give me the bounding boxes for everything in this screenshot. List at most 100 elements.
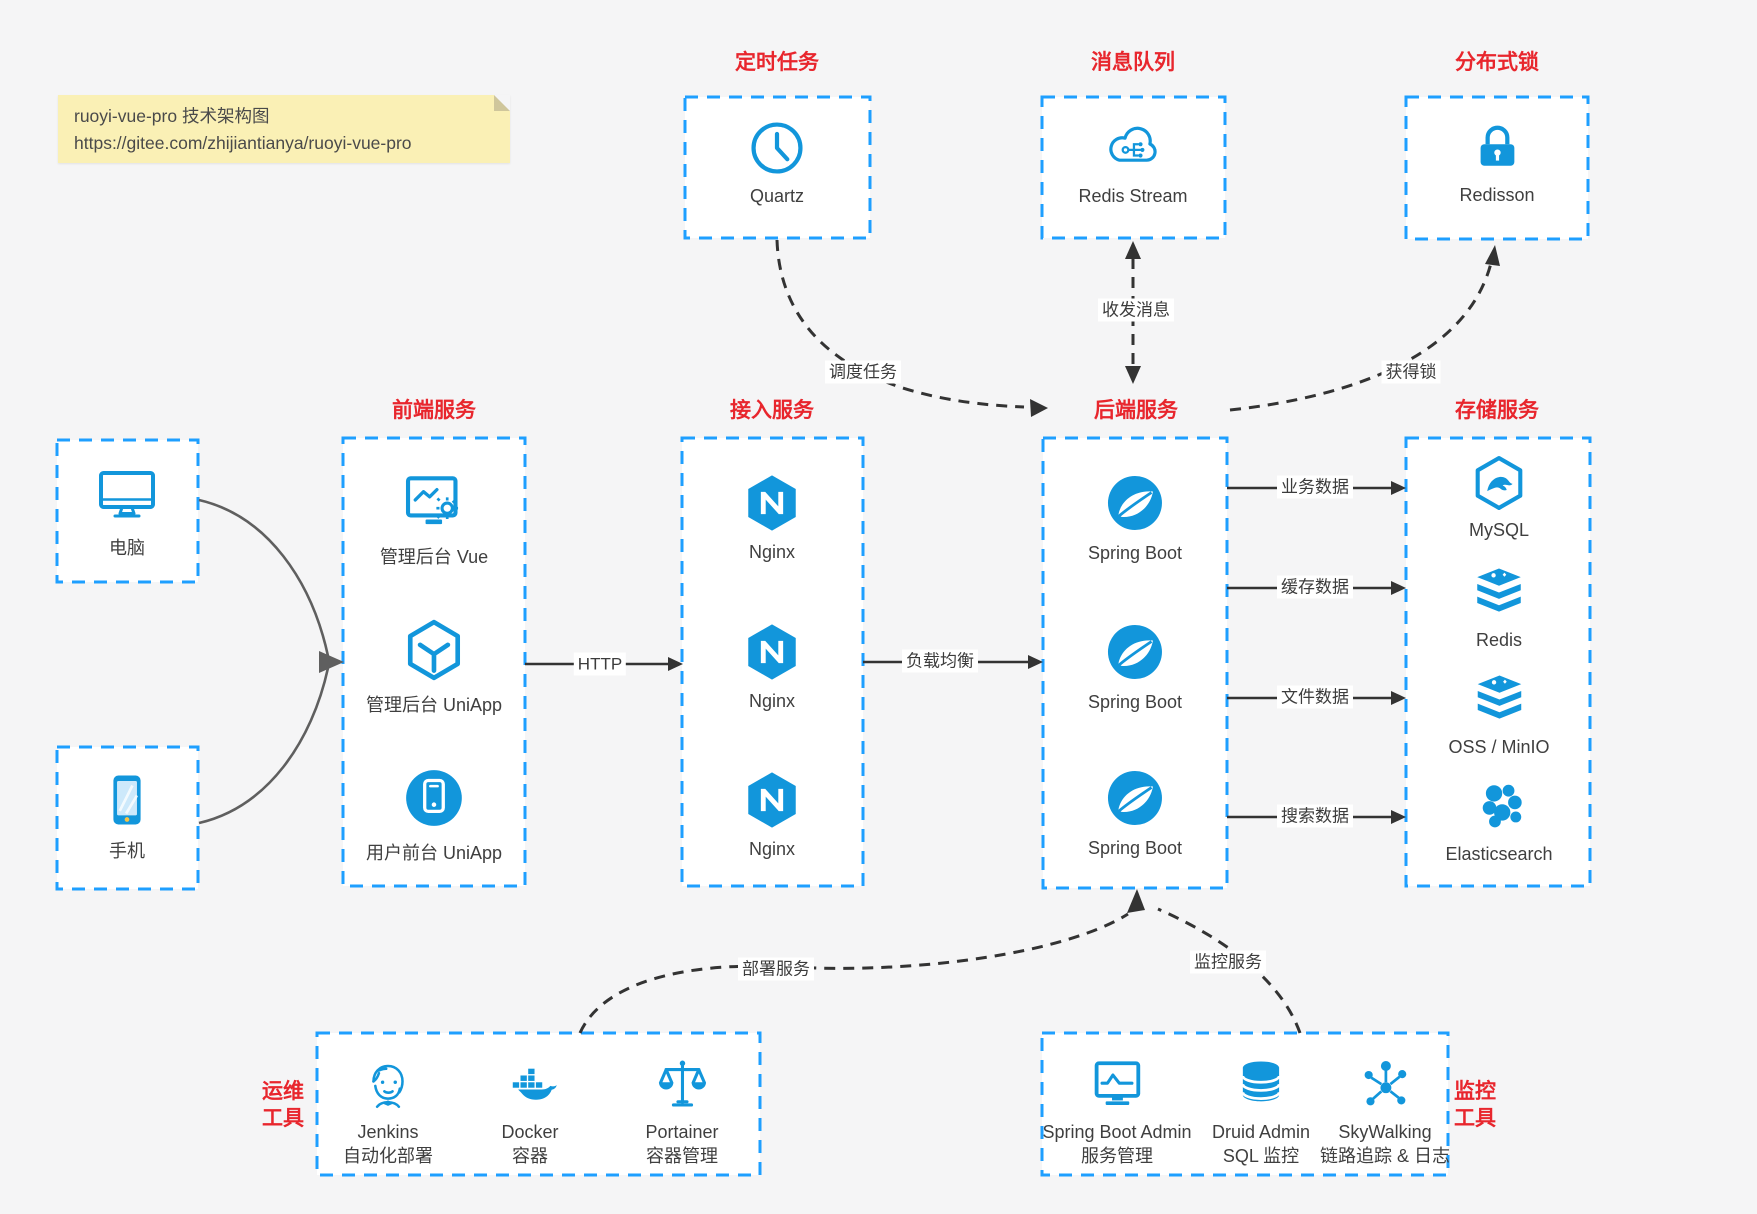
frontend-title: 前端服务 (392, 399, 476, 422)
monitoring-title: 监控 工具 (1454, 1080, 1496, 1130)
edge-schedule-curve (775, 239, 1025, 409)
node-jenkins: Jenkins 自动化部署 (343, 1056, 433, 1168)
node-nginx-3: Nginx (741, 769, 803, 860)
node-user-uniapp: 用户前台 UniApp (366, 765, 502, 865)
mysql-icon (1475, 456, 1523, 510)
node-redis-stream: Redis Stream (1078, 118, 1188, 207)
node-mysql: MySQL (1469, 454, 1529, 541)
node-label: 管理后台 Vue (379, 547, 489, 567)
nginx-icon (748, 772, 796, 828)
node-springboot-admin: Spring Boot Admin 服务管理 (1042, 1056, 1192, 1168)
device-arrowhead (319, 651, 344, 673)
edge-deploy-curve (578, 912, 1129, 1034)
elasticsearch-icon (1482, 784, 1522, 828)
node-desc: 服务管理 (1081, 1146, 1153, 1166)
node-label: Jenkins (357, 1122, 419, 1142)
admin-vue-icon (406, 476, 459, 525)
spring-boot-icon (1108, 771, 1162, 825)
node-label: Nginx (748, 691, 796, 711)
edge-label-lock: 获得锁 (1381, 360, 1441, 384)
node-nginx-1: Nginx (741, 472, 803, 563)
node-skywalking: SkyWalking 链路追踪 & 日志 (1320, 1056, 1450, 1168)
node-label: Portainer (645, 1122, 719, 1142)
node-label: Spring Boot Admin (1042, 1122, 1192, 1142)
node-label: Quartz (749, 186, 805, 206)
spring-boot-icon (1108, 476, 1162, 530)
edge-label-load-balance: 负载均衡 (902, 649, 978, 673)
node-desc: 链路追踪 & 日志 (1319, 1146, 1451, 1166)
oss-minio-icon (1477, 675, 1521, 719)
node-nginx-2: Nginx (741, 621, 803, 712)
portainer-scale-icon (658, 1060, 706, 1107)
node-desc: SQL 监控 (1222, 1146, 1300, 1166)
phone-icon (113, 775, 141, 825)
nginx-icon (748, 475, 796, 531)
lock-box (1404, 95, 1590, 241)
node-springboot-3: Spring Boot (1088, 766, 1182, 859)
skywalking-icon (1364, 1060, 1407, 1106)
node-quartz: Quartz (747, 118, 807, 207)
node-label: Spring Boot (1087, 543, 1183, 563)
spring-boot-icon (1108, 625, 1162, 679)
edge-label-file-data: 文件数据 (1277, 685, 1353, 709)
node-desc: 容器管理 (645, 1146, 718, 1166)
spring-boot-admin-icon (1094, 1061, 1140, 1105)
jenkins-icon (372, 1064, 404, 1109)
redis-icon (1477, 568, 1521, 612)
device-to-frontend-curves (198, 498, 330, 825)
edge-label-business-data: 业务数据 (1277, 475, 1353, 499)
note-title: ruoyi-vue-pro 技术架构图 (74, 106, 270, 126)
node-redis: Redis (1470, 564, 1528, 651)
solid-arrowheads (668, 481, 1406, 824)
backend-title: 后端服务 (1094, 399, 1178, 422)
node-computer: 电脑 (95, 462, 159, 560)
node-label: Redis Stream (1078, 186, 1188, 206)
node-desc: 自动化部署 (343, 1146, 433, 1166)
node-label: Redisson (1459, 185, 1535, 205)
docker-icon (509, 1068, 557, 1100)
cloud-queue-icon (1108, 126, 1157, 162)
timer-title: 定时任务 (735, 51, 819, 74)
node-portainer: Portainer 容器管理 (645, 1056, 719, 1168)
ops-title: 运维 工具 (262, 1080, 304, 1130)
computer-icon (99, 471, 155, 518)
edge-label-search-data: 搜索数据 (1277, 804, 1353, 828)
storage-title: 存储服务 (1455, 399, 1539, 422)
dashed-arrowheads (1030, 241, 1500, 913)
node-label: Druid Admin (1211, 1122, 1311, 1142)
edge-label-monitor: 监控服务 (1190, 950, 1266, 974)
edge-label-http: HTTP (573, 652, 627, 676)
edge-label-cache-data: 缓存数据 (1277, 575, 1353, 599)
lock-icon (1480, 125, 1514, 166)
node-label: Elasticsearch (1445, 844, 1553, 864)
sticky-note: ruoyi-vue-pro 技术架构图 https://gitee.com/zh… (58, 95, 510, 163)
uniapp-cube-icon (407, 619, 461, 681)
node-admin-uniapp: 管理后台 UniApp (366, 617, 502, 717)
node-desc: 容器 (512, 1146, 548, 1166)
user-app-icon (406, 770, 462, 826)
node-label: 手机 (109, 841, 145, 861)
node-label: Docker (501, 1122, 559, 1142)
druid-database-icon (1241, 1061, 1281, 1102)
node-label: 电脑 (109, 538, 145, 558)
node-elasticsearch: Elasticsearch (1445, 778, 1553, 865)
mq-title: 消息队列 (1091, 51, 1175, 74)
node-phone: 手机 (98, 771, 156, 863)
node-admin-vue: 管理后台 Vue (380, 469, 488, 569)
edge-label-deploy: 部署服务 (738, 957, 814, 981)
note-url: https://gitee.com/zhijiantianya/ruoyi-vu… (74, 133, 412, 153)
timer-box (683, 95, 872, 240)
gateway-title: 接入服务 (730, 399, 814, 422)
node-label: SkyWalking (1338, 1122, 1432, 1142)
clock-icon (751, 122, 803, 174)
node-label: Spring Boot (1087, 838, 1183, 858)
node-druid: Druid Admin SQL 监控 (1212, 1056, 1310, 1168)
edge-lock-curve (1229, 262, 1493, 412)
edge-label-schedule: 调度任务 (825, 360, 901, 384)
node-label: Spring Boot (1087, 692, 1183, 712)
node-label: Nginx (748, 542, 796, 562)
edge-label-message: 收发消息 (1098, 298, 1174, 322)
node-springboot-2: Spring Boot (1088, 620, 1182, 713)
node-label: Redis (1475, 630, 1523, 650)
computer-box (55, 438, 200, 584)
